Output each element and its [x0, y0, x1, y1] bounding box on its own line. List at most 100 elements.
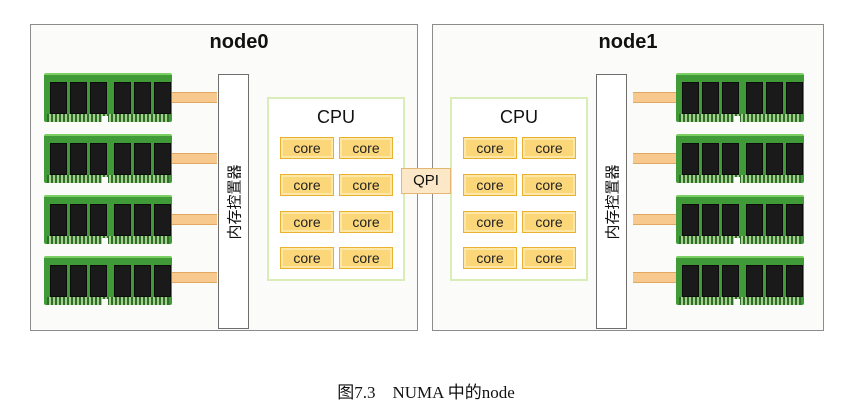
memory-chip [90, 204, 107, 236]
node1-core: core [522, 137, 576, 159]
memory-module [676, 195, 804, 244]
memory-pins [47, 114, 169, 122]
memory-chip [114, 143, 131, 175]
memory-module [44, 134, 172, 183]
figure-caption: 图7.3 NUMA 中的node [337, 383, 515, 402]
memory-pins [47, 236, 169, 244]
memory-chip [134, 82, 151, 114]
memory-chip [682, 265, 699, 297]
node1-memory-controller: 内存控置器 [596, 74, 627, 329]
node0-core: core [280, 137, 334, 159]
memory-chip [766, 143, 783, 175]
memory-chip [746, 143, 763, 175]
memory-chip [70, 82, 87, 114]
node1-controller-label: 内存控置器 [603, 163, 621, 240]
memory-link [633, 214, 678, 225]
memory-chip [134, 204, 151, 236]
memory-chip [154, 143, 171, 175]
memory-chip [682, 204, 699, 236]
node0-memory-controller: 内存控置器 [218, 74, 249, 329]
memory-pins [679, 175, 801, 183]
node0-core: core [339, 211, 393, 233]
node1-core: core [522, 174, 576, 196]
memory-chip [746, 82, 763, 114]
node0-core: core [280, 174, 334, 196]
node1-cpu-label: CPU [499, 107, 538, 127]
memory-chip [682, 143, 699, 175]
memory-chip [746, 204, 763, 236]
memory-chip [114, 204, 131, 236]
node1-core: core [463, 174, 517, 196]
memory-chip [90, 143, 107, 175]
node0-core: core [339, 247, 393, 269]
node1-core: core [463, 137, 517, 159]
memory-chip [766, 265, 783, 297]
memory-chip [786, 265, 803, 297]
memory-chip [766, 204, 783, 236]
memory-notch [102, 177, 108, 183]
memory-module [676, 134, 804, 183]
memory-chip [70, 204, 87, 236]
node0-core: core [280, 247, 334, 269]
memory-chip [766, 82, 783, 114]
memory-chip [722, 143, 739, 175]
memory-notch [102, 238, 108, 244]
memory-chip [154, 265, 171, 297]
memory-chip [786, 82, 803, 114]
memory-chip [50, 82, 67, 114]
memory-pins [679, 297, 801, 305]
memory-module [44, 73, 172, 122]
memory-chip [50, 265, 67, 297]
memory-chip [70, 143, 87, 175]
memory-chip [50, 204, 67, 236]
memory-chip [134, 265, 151, 297]
memory-chip [702, 143, 719, 175]
memory-link [172, 214, 217, 225]
memory-link [633, 272, 678, 283]
memory-chip [786, 143, 803, 175]
node0-core: core [339, 137, 393, 159]
memory-chip [50, 143, 67, 175]
memory-chip [90, 265, 107, 297]
qpi-interconnect: QPI [401, 168, 451, 194]
memory-chip [702, 265, 719, 297]
memory-link [633, 153, 678, 164]
memory-chip [90, 82, 107, 114]
memory-module [44, 256, 172, 305]
memory-chip [722, 82, 739, 114]
memory-notch [734, 177, 740, 183]
memory-module [44, 195, 172, 244]
memory-notch [102, 116, 108, 122]
memory-pins [679, 236, 801, 244]
node1-core: core [522, 211, 576, 233]
memory-pins [679, 114, 801, 122]
memory-notch [734, 116, 740, 122]
memory-chip [70, 265, 87, 297]
memory-chip [114, 265, 131, 297]
node0-title: node0 [209, 31, 269, 53]
memory-chip [114, 82, 131, 114]
memory-chip [134, 143, 151, 175]
node0-controller-label: 内存控置器 [225, 163, 243, 240]
node1-core: core [522, 247, 576, 269]
memory-link [172, 272, 217, 283]
memory-chip [702, 204, 719, 236]
memory-pins [47, 297, 169, 305]
node0-core: core [280, 211, 334, 233]
memory-link [633, 92, 678, 103]
memory-chip [746, 265, 763, 297]
node1-cpu: CPU core core core core core core core c… [450, 97, 588, 281]
node1-core: core [463, 247, 517, 269]
memory-chip [702, 82, 719, 114]
node0-cpu-label: CPU [316, 107, 355, 127]
node1-title: node1 [598, 31, 658, 53]
node0-cpu: CPU core core core core core core core c… [267, 97, 405, 281]
memory-chip [154, 82, 171, 114]
memory-chip [722, 265, 739, 297]
memory-chip [722, 204, 739, 236]
memory-link [172, 92, 217, 103]
memory-module [676, 256, 804, 305]
memory-notch [734, 299, 740, 305]
memory-chip [786, 204, 803, 236]
memory-module [676, 73, 804, 122]
